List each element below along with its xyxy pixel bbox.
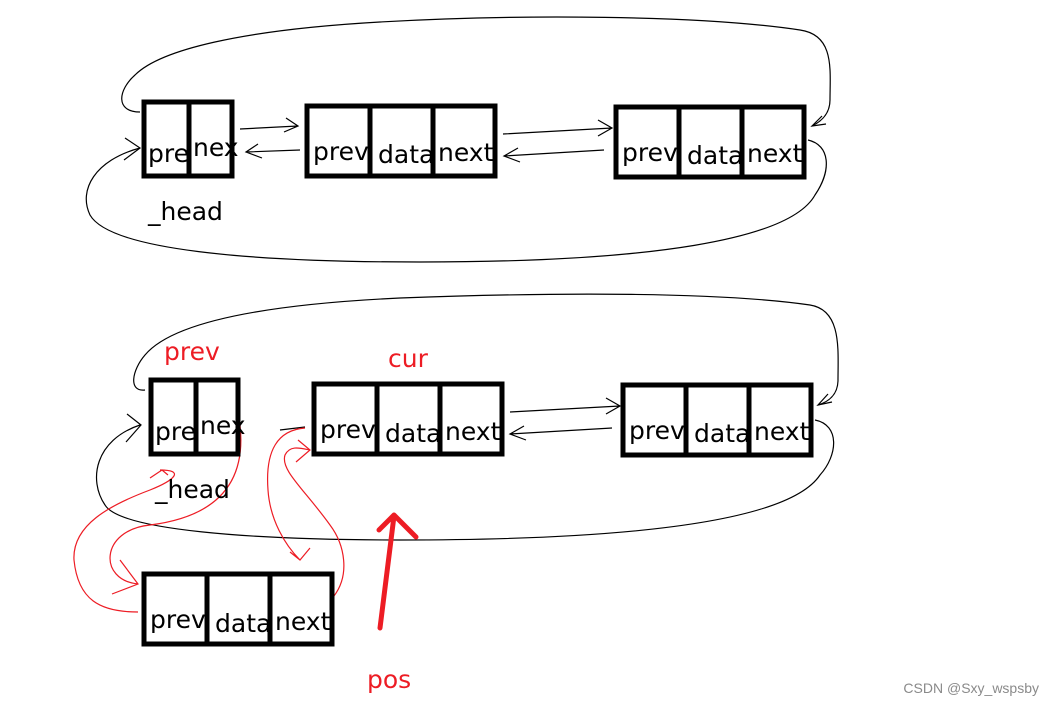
top-circular-link-upper (121, 16, 831, 127)
bottom-circular-link-lower (96, 419, 835, 541)
cell-data: data (687, 141, 743, 170)
cell-next: next (747, 139, 803, 168)
red-link-cur-prev-to-newnode (266, 427, 311, 561)
new-node: prev data next (141, 571, 335, 647)
cur-pointer-label: cur (388, 344, 429, 373)
pos-label: pos (367, 665, 411, 694)
watermark: CSDN @Sxy_wspsby (903, 680, 1039, 696)
bottom-dangling-link (279, 426, 306, 431)
top-circular-link-arrowhead (810, 115, 827, 127)
top-arrow-node1-to-node2 (502, 119, 614, 137)
cell-data: data (694, 419, 750, 448)
cell-next: next (445, 417, 501, 446)
red-link-newnode-next-to-cur (283, 439, 345, 597)
top-arrow-node1-to-head (244, 143, 301, 159)
bottom-arrow-node2-to-cur (508, 425, 613, 441)
bottom-head-node: pre nex (148, 377, 246, 457)
cell-prev: prev (629, 416, 685, 445)
top-circular-link-lower-arrowhead (123, 137, 142, 161)
red-link-head-next-to-newnode (109, 424, 242, 595)
cell-next: next (438, 138, 494, 167)
cell-prev: prev (320, 415, 376, 444)
top-node-2: prev data next (613, 104, 807, 180)
bottom-circular-link-upper (133, 293, 839, 406)
cell-data: data (385, 419, 441, 448)
bottom-arrow-cur-to-node2 (509, 397, 622, 415)
cell-next: next (275, 607, 331, 636)
pos-arrow (376, 512, 419, 631)
top-arrow-head-to-node1 (239, 117, 300, 133)
cell-next: nex (200, 411, 246, 440)
top-head-node: pre nex (141, 99, 239, 179)
bottom-circular-link-arrowhead (816, 393, 833, 406)
red-head-tick (149, 469, 169, 479)
top-head-label: _head (147, 197, 223, 226)
top-circular-link-lower (85, 139, 827, 263)
cell-data: data (378, 140, 434, 169)
red-link-newnode-prev-to-head (73, 469, 175, 613)
top-arrow-node2-to-node1 (502, 147, 605, 163)
cell-data: data (215, 609, 271, 638)
cell-prev: prev (150, 605, 206, 634)
cell-prev: prev (622, 138, 678, 167)
bottom-head-label: _head (154, 475, 230, 504)
top-node-1: prev data next (304, 103, 498, 179)
cell-prev: pre (155, 417, 196, 446)
cell-next: next (754, 417, 810, 446)
bottom-cur-node: prev data next (311, 381, 505, 457)
cell-prev: prev (313, 137, 369, 166)
bottom-node-2: prev data next (620, 382, 814, 458)
cell-next: nex (193, 133, 239, 162)
prev-pointer-label: prev (164, 337, 220, 366)
cell-prev: pre (148, 139, 189, 168)
bottom-circular-link-lower-arrowhead (125, 413, 142, 443)
